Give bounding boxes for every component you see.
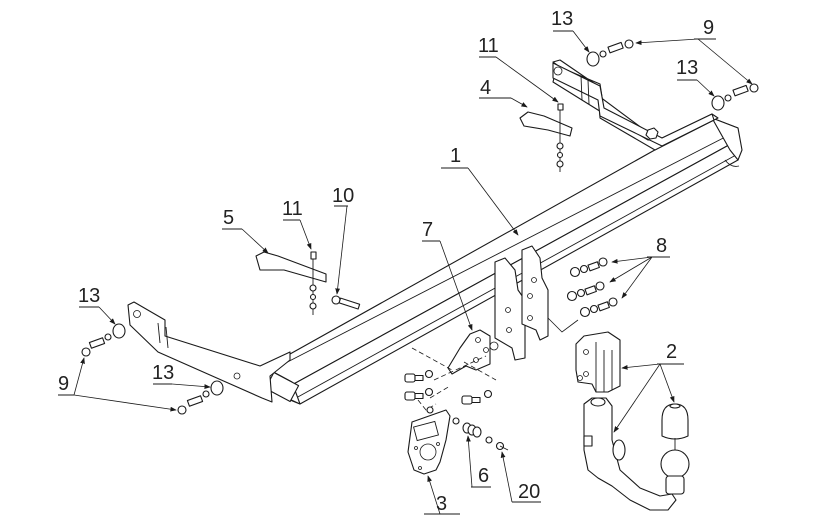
bolts-8-set: [547, 257, 618, 333]
callout-20[interactable]: 20: [500, 451, 541, 503]
bolt-10: [331, 295, 361, 310]
callout-8[interactable]: 8: [609, 235, 670, 299]
svg-text:8: 8: [656, 235, 667, 257]
callout-4[interactable]: 4: [479, 77, 528, 108]
ball-assembly: [575, 331, 690, 511]
left-bolts-9: [81, 323, 224, 415]
svg-text:13: 13: [676, 57, 698, 79]
callout-3[interactable]: 3: [424, 475, 460, 515]
svg-text:13: 13: [152, 362, 174, 384]
svg-text:5: 5: [223, 207, 234, 229]
callout-9-right[interactable]: 9: [635, 17, 753, 85]
mounting-plates: [494, 245, 549, 361]
callout-9-left[interactable]: 9: [58, 357, 177, 412]
callout-13-left-upper[interactable]: 13: [78, 285, 116, 325]
svg-text:13: 13: [78, 285, 100, 307]
right-mount-arm: [552, 59, 719, 151]
svg-text:2: 2: [666, 341, 677, 363]
callout-13-right-lower[interactable]: 13: [676, 57, 715, 97]
svg-text:3: 3: [436, 493, 447, 515]
socket-holder-bracket: [447, 329, 499, 375]
left-support-bracket: [255, 251, 327, 315]
socket-plate: [407, 406, 451, 475]
callout-1[interactable]: 1: [441, 145, 519, 236]
svg-text:9: 9: [58, 373, 69, 395]
svg-text:13: 13: [551, 8, 573, 30]
lower-bolts: [404, 347, 497, 411]
callout-6[interactable]: 6: [466, 435, 491, 488]
svg-text:4: 4: [480, 77, 491, 99]
callout-7[interactable]: 7: [422, 219, 473, 331]
svg-text:7: 7: [422, 219, 433, 241]
left-mount-arm: [127, 301, 291, 403]
callout-5[interactable]: 5: [222, 207, 269, 254]
callout-11-right[interactable]: 11: [478, 35, 559, 103]
svg-text:11: 11: [282, 198, 303, 220]
svg-text:20: 20: [518, 481, 540, 503]
callout-2[interactable]: 2: [613, 341, 684, 433]
svg-text:11: 11: [478, 35, 499, 57]
callout-11-left[interactable]: 11: [282, 198, 312, 250]
callout-10[interactable]: 10: [332, 185, 354, 295]
svg-text:9: 9: [703, 17, 714, 39]
spring-washer-nut: [452, 417, 509, 451]
right-support-bracket: [519, 103, 573, 172]
svg-text:10: 10: [332, 185, 354, 207]
callout-13-left-lower[interactable]: 13: [152, 362, 211, 389]
callout-13-right-upper[interactable]: 13: [551, 8, 590, 53]
svg-text:1: 1: [450, 145, 461, 167]
right-bolts-9: [586, 39, 759, 111]
svg-text:6: 6: [478, 465, 489, 487]
